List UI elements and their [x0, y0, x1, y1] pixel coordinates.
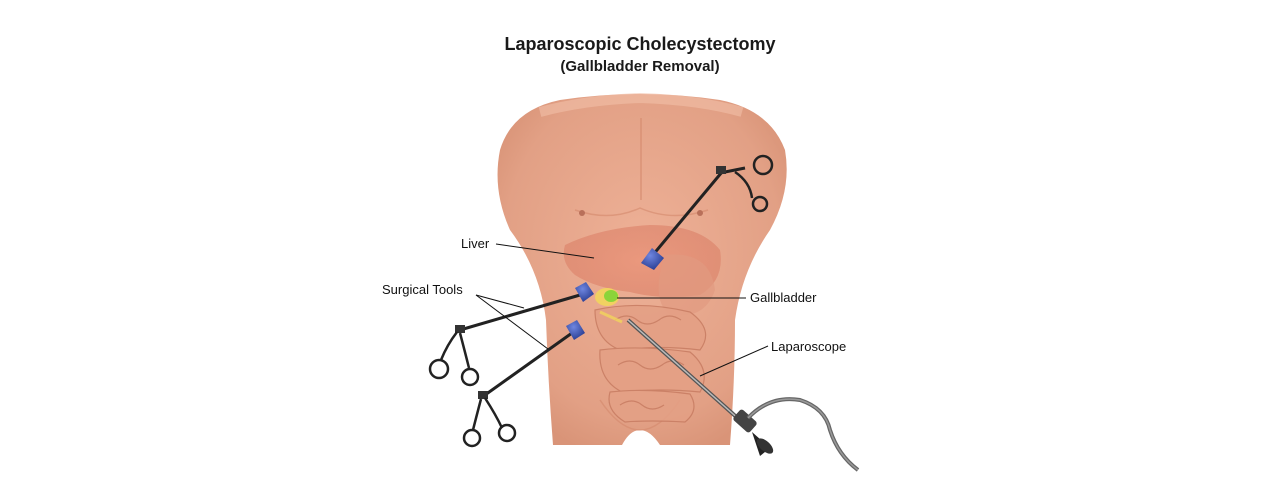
shoulder-highlight — [538, 92, 744, 117]
label-gallbladder: Gallbladder — [750, 290, 817, 305]
gallbladder — [604, 290, 618, 302]
label-liver: Liver — [461, 236, 490, 251]
diagram-title: Laparoscopic Cholecystectomy — [504, 34, 776, 54]
grasper-left-lower — [462, 331, 573, 448]
nipple-right — [697, 210, 703, 216]
label-surgical-tools: Surgical Tools — [382, 282, 463, 297]
intestines — [594, 304, 707, 423]
nipple-left — [579, 210, 585, 216]
grasper-top-right — [650, 154, 774, 257]
grasper-left-upper — [428, 293, 581, 387]
label-laparoscope: Laparoscope — [771, 339, 847, 354]
bile-duct — [599, 310, 623, 324]
laparoscope-instrument — [626, 318, 860, 472]
trocar-port-1 — [641, 248, 664, 270]
trocar-port-3 — [566, 320, 585, 340]
stomach — [658, 254, 715, 316]
diagram-subtitle: (Gallbladder Removal) — [560, 58, 720, 75]
trocar-port-2 — [575, 282, 594, 302]
leader-lines — [475, 243, 769, 377]
